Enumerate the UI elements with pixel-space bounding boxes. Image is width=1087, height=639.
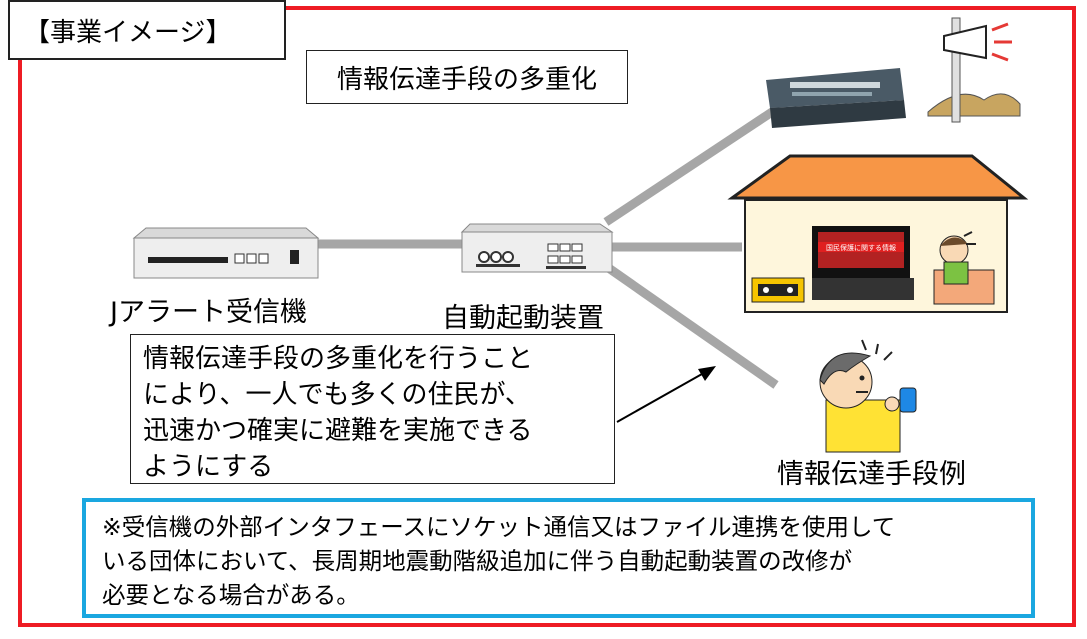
- loudspeaker-pole: [923, 14, 1027, 123]
- note-line: ※受信機の外部インタフェースにソケット通信又はファイル連携を使用して: [102, 513, 896, 541]
- j-alert-receiver-device: [132, 227, 320, 279]
- description-line: 情報伝達手段の多重化を行うこと: [143, 344, 534, 374]
- tv-screen-text: 国民保護に関する情報: [826, 243, 896, 252]
- broadcast-console: [766, 68, 906, 128]
- note-line: いる団体において、長周期地震動階級追加に伴う自動起動装置の改修が: [102, 547, 853, 575]
- house: 国民保護に関する情報: [727, 154, 1029, 313]
- line-auto-to-phone: [597, 258, 779, 389]
- description-line: ようにする: [143, 452, 274, 482]
- auto-start-device: [460, 223, 614, 273]
- line-auto-to-console: [603, 104, 781, 226]
- means-label: 情報伝達手段例: [777, 459, 966, 490]
- auto-device-label: 自動起動装置: [442, 303, 604, 334]
- description-line: により、一人でも多くの住民が、: [143, 380, 531, 410]
- diagram-title: 情報伝達手段の多重化: [306, 50, 628, 104]
- person-with-phone: [819, 339, 917, 453]
- description-box: 情報伝達手段の多重化を行うこと により、一人でも多くの住民が、 迅速かつ確実に避…: [130, 334, 615, 484]
- connection-lines: [318, 104, 781, 389]
- pointer-arrow: [616, 366, 716, 423]
- note-line: 必要となる場合がある。: [102, 581, 360, 609]
- description-line: 迅速かつ確実に避難を実施できる: [143, 416, 533, 446]
- outer-frame: [18, 6, 1076, 627]
- section-tag: 【事業イメージ】: [8, 0, 286, 60]
- note-box: ※受信機の外部インタフェースにソケット通信又はファイル連携を使用して いる団体に…: [82, 498, 1035, 618]
- receiver-label: Jアラート受信機: [110, 297, 307, 328]
